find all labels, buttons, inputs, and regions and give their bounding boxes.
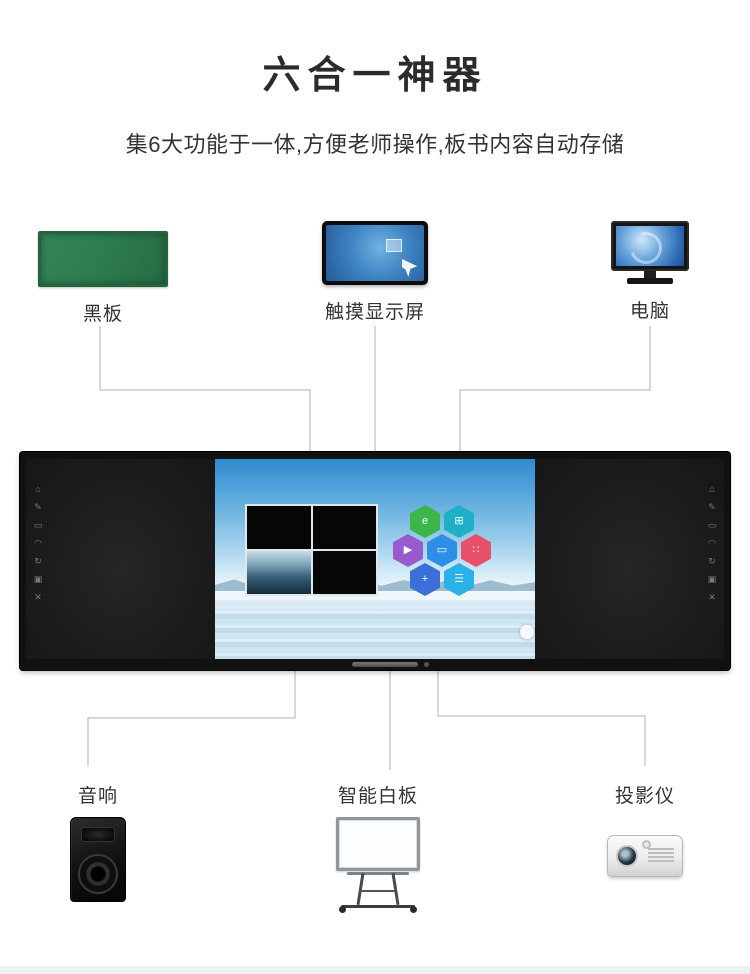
- computer-image: [611, 221, 689, 284]
- panel-tool-icon: ↻: [708, 556, 716, 566]
- page-title: 六合一神器: [262, 55, 488, 97]
- files-app-icon: +: [410, 563, 440, 596]
- right-side-toolbar-icons: ⌂ ✎ ▭ ◠ ↻ ▣ ✕: [705, 485, 719, 602]
- panel-tool-icon: ▭: [33, 520, 43, 530]
- projector-focus-ring: [642, 840, 651, 849]
- app-center-app-icon: ∷: [461, 534, 491, 567]
- front-control-bar: [352, 662, 418, 667]
- touch-display-image: [322, 221, 428, 285]
- connector-blackboard: [99, 326, 311, 452]
- connector-computer: [459, 326, 651, 452]
- feature-touch-display: 触摸显示屏: [317, 221, 433, 324]
- left-blackboard-panel: ⌂ ✎ ▭ ◠ ↻ ▣ ✕: [26, 459, 215, 659]
- panel-tool-icon: ▭: [707, 520, 717, 530]
- whiteboard-surface: [336, 817, 420, 871]
- video-quad-grid: [245, 504, 378, 596]
- center-touch-screen: e⊞ ▶▭∷ +☰: [215, 459, 535, 659]
- whiteboard-image: [333, 817, 423, 913]
- video-cell: [312, 506, 376, 549]
- feature-speaker-label: 音响: [77, 786, 118, 807]
- panel-tool-icon: ▣: [707, 574, 717, 584]
- video-cell-thumbnail: [247, 551, 311, 594]
- monitor-screen: [616, 226, 684, 266]
- stand-leg: [356, 872, 365, 906]
- hand-cursor-icon: [402, 259, 418, 277]
- settings-app-icon: ☰: [444, 563, 474, 596]
- front-power-dot: [424, 662, 429, 667]
- video-cell: [312, 551, 376, 594]
- left-side-toolbar-icons: ⌂ ✎ ▭ ◠ ↻ ▣ ✕: [31, 485, 45, 602]
- speaker-cone: [78, 854, 118, 894]
- panel-tool-icon: ◠: [34, 538, 42, 548]
- panel-tool-icon: ⌂: [709, 484, 715, 494]
- stand-base: [341, 905, 415, 908]
- whiteboard-tray: [347, 872, 409, 875]
- touch-display-screen: [326, 225, 424, 281]
- speaker-image: [70, 817, 126, 902]
- whiteboard-stand: [333, 872, 423, 913]
- panel-tool-icon: ✕: [708, 592, 716, 602]
- panel-tool-icon: ↻: [34, 556, 42, 566]
- video-cell: [247, 506, 311, 549]
- projector-vents: [648, 848, 674, 862]
- panel-tool-icon: ✕: [34, 592, 42, 602]
- stand-leg: [391, 872, 400, 906]
- app-icon-group: e⊞ ▶▭∷ +☰: [393, 505, 495, 599]
- connector-speaker: [87, 670, 296, 766]
- right-blackboard-panel: ⌂ ✎ ▭ ◠ ↻ ▣ ✕: [535, 459, 724, 659]
- blackboard-image: [38, 231, 168, 287]
- feature-blackboard-label: 黑板: [82, 304, 123, 325]
- stand-wheel: [339, 906, 346, 913]
- next-section-edge: [0, 966, 750, 974]
- connector-projector: [437, 670, 646, 766]
- feature-computer: 电脑: [607, 221, 693, 323]
- feature-computer-label: 电脑: [629, 301, 670, 322]
- touched-app-tile: [386, 239, 402, 252]
- screen-share-app-icon: ▭: [427, 534, 457, 567]
- feature-touch-display-label: 触摸显示屏: [324, 302, 425, 323]
- monitor-neck: [644, 271, 656, 278]
- panel-tool-icon: ✎: [34, 502, 42, 512]
- monitor-frame: [611, 221, 689, 271]
- panel-tool-icon: ⌂: [35, 484, 41, 494]
- feature-projector: 投影仪: [605, 781, 685, 877]
- feature-speaker: 音响: [58, 781, 138, 902]
- stand-wheel: [410, 906, 417, 913]
- feature-blackboard: 黑板: [38, 231, 168, 326]
- apps-app-icon: ⊞: [444, 505, 474, 538]
- media-app-icon: ▶: [393, 534, 423, 567]
- feature-projector-label: 投影仪: [614, 786, 675, 807]
- stand-crossbar: [361, 890, 395, 892]
- wallpaper-water: [215, 591, 535, 659]
- browser-app-icon: e: [410, 505, 440, 538]
- page-subtitle: 集6大功能于一体,方便老师操作,板书内容自动存储: [125, 132, 625, 157]
- monitor-base: [627, 278, 673, 284]
- projector-lens: [616, 845, 638, 867]
- speaker-tweeter: [81, 827, 115, 842]
- floating-widget-dot: [520, 625, 534, 639]
- panel-tool-icon: ▣: [33, 574, 43, 584]
- feature-whiteboard-label: 智能白板: [337, 786, 418, 807]
- feature-whiteboard: 智能白板: [330, 781, 426, 913]
- panel-tool-icon: ✎: [708, 502, 716, 512]
- panel-tool-icon: ◠: [708, 538, 716, 548]
- projector-image: [607, 835, 683, 877]
- smart-blackboard-product: ⌂✎▭◠↻▣✕ e⊞▶▭∷+☰ ⌂✎▭◠↻▣✕: [20, 452, 730, 670]
